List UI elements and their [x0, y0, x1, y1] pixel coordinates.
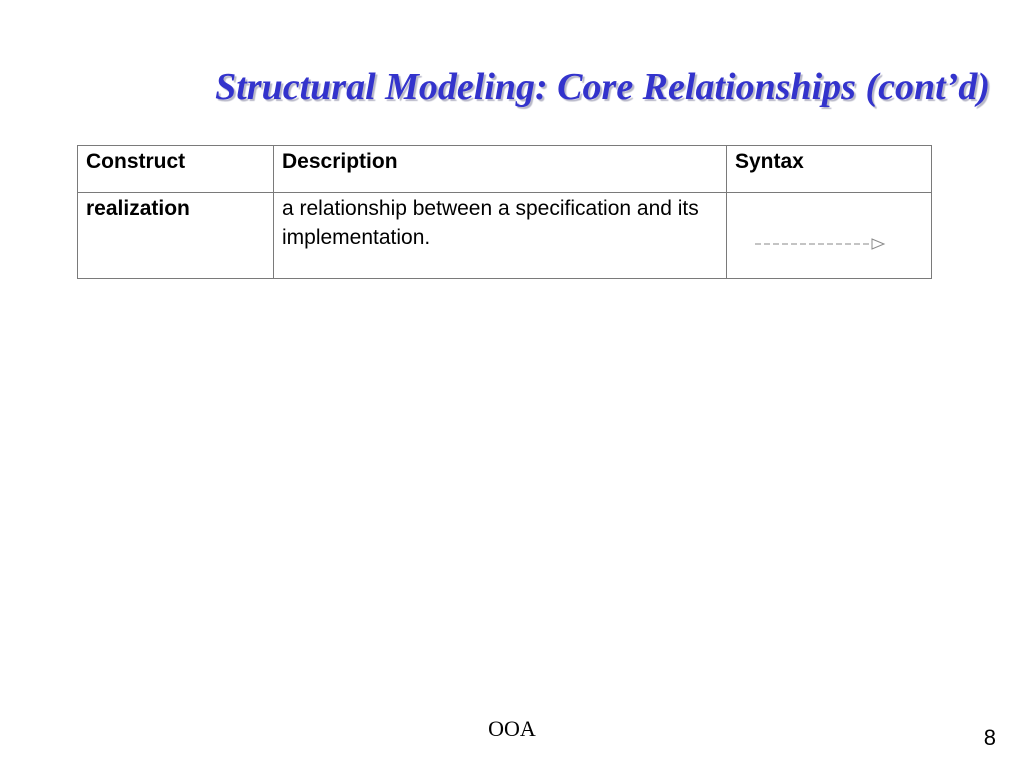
page-number: 8 [983, 725, 996, 750]
table-row: realization a relationship between a spe… [77, 192, 932, 279]
realization-arrow-icon [755, 238, 886, 250]
column-header-syntax: Syntax [726, 145, 932, 193]
footer-label: OOA [488, 716, 536, 741]
table-header-row: Construct Description Syntax [77, 145, 932, 193]
column-header-construct: Construct [77, 145, 274, 193]
syntax-cell [726, 192, 932, 279]
construct-cell: realization [77, 192, 274, 279]
column-header-description: Description [273, 145, 727, 193]
slide-title: Structural Modeling: Core Relationships … [215, 66, 990, 108]
description-cell: a relationship between a specification a… [273, 192, 727, 279]
construct-table: Construct Description Syntax realization… [77, 145, 932, 279]
